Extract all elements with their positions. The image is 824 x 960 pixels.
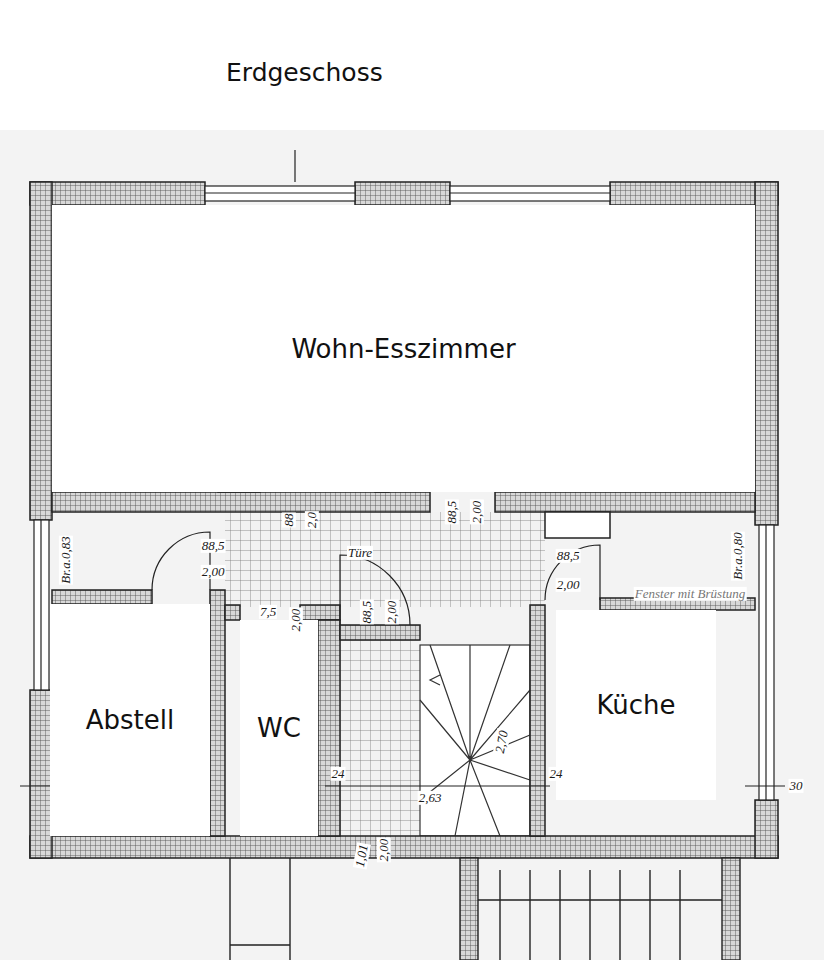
dimension-label: 2,0 <box>305 511 319 529</box>
wall <box>355 182 450 205</box>
dimension-label: 2,63 <box>418 791 443 805</box>
room-area: Abstell <box>50 604 210 836</box>
wall <box>755 182 778 525</box>
wall <box>30 836 778 858</box>
room-area: WC <box>240 620 318 836</box>
window <box>759 525 774 800</box>
floor-tiles <box>225 512 545 607</box>
wall <box>30 690 52 858</box>
window <box>34 186 774 800</box>
dimension-label: 2,70 <box>493 729 511 756</box>
door-swing <box>340 555 410 625</box>
window <box>40 520 41 690</box>
dimension-label: 2,00 <box>470 500 484 525</box>
room-name: Abstell <box>86 705 174 735</box>
dimension-label: Br.a.0,83 <box>59 535 73 584</box>
entrance-annex <box>460 858 478 960</box>
dimension-label: 2,00 <box>385 600 399 625</box>
dimension-label: 2,00 <box>377 838 391 863</box>
window <box>450 186 610 201</box>
dimension-label: 88,5 <box>445 500 459 525</box>
dimension-tick <box>294 150 295 182</box>
wall <box>30 182 778 858</box>
wall <box>318 620 340 836</box>
wall <box>30 182 52 520</box>
entrance-annex <box>230 858 740 960</box>
dimension-label: 7,5 <box>259 605 277 619</box>
dimension-label: 2,00 <box>201 565 226 579</box>
plan-title: Erdgeschoss <box>226 58 383 87</box>
door-swing <box>545 545 600 600</box>
scan-ground <box>0 130 824 960</box>
window <box>450 192 610 193</box>
window <box>765 525 766 800</box>
wall <box>225 605 240 620</box>
wall <box>530 605 545 836</box>
stair <box>420 645 530 836</box>
wall <box>495 492 755 512</box>
wall <box>610 182 778 205</box>
dimension-label: 24 <box>549 767 564 781</box>
floor-tiles <box>340 640 420 836</box>
stair <box>420 645 530 836</box>
dimension-label: Br.a.0,80 <box>731 531 745 580</box>
stair <box>420 645 530 836</box>
dimension-label: 88,5 <box>556 549 581 563</box>
dimension-label: 88 <box>282 513 296 528</box>
room-name: Küche <box>596 690 675 720</box>
wall <box>52 492 430 512</box>
wall <box>340 625 420 640</box>
dimension-label: 24 <box>331 767 346 781</box>
dimension-label: 30 <box>789 779 804 793</box>
dimension-tick <box>325 785 550 786</box>
entrance-annex <box>478 870 722 960</box>
stair <box>430 675 440 685</box>
wall <box>300 605 340 620</box>
wall <box>545 512 610 538</box>
room-area: Küche <box>556 610 716 800</box>
dimension-label: 1,01 <box>353 843 371 870</box>
window <box>205 186 355 201</box>
dimension-label: 88,5 <box>360 600 374 625</box>
entrance-annex <box>230 858 290 960</box>
wall <box>210 590 225 836</box>
floor-tiles <box>225 512 545 836</box>
entrance-annex <box>722 858 740 960</box>
dimension-label: Türe <box>347 546 373 560</box>
wall <box>30 182 205 205</box>
room-name: WC <box>257 713 301 743</box>
room-name: Wohn-Esszimmer <box>291 334 515 364</box>
dimension-tick <box>745 785 785 786</box>
window <box>34 520 49 690</box>
room-area: Wohn-Esszimmer <box>52 205 755 492</box>
window <box>205 192 355 193</box>
wall <box>755 800 778 858</box>
dimension-label: 88,5 <box>201 539 226 553</box>
wall <box>52 590 152 604</box>
window-note: Fenster mit Brüstung <box>634 587 747 601</box>
dimension-label: 2,00 <box>289 608 303 633</box>
dimension-label: 2,00 <box>556 578 581 592</box>
